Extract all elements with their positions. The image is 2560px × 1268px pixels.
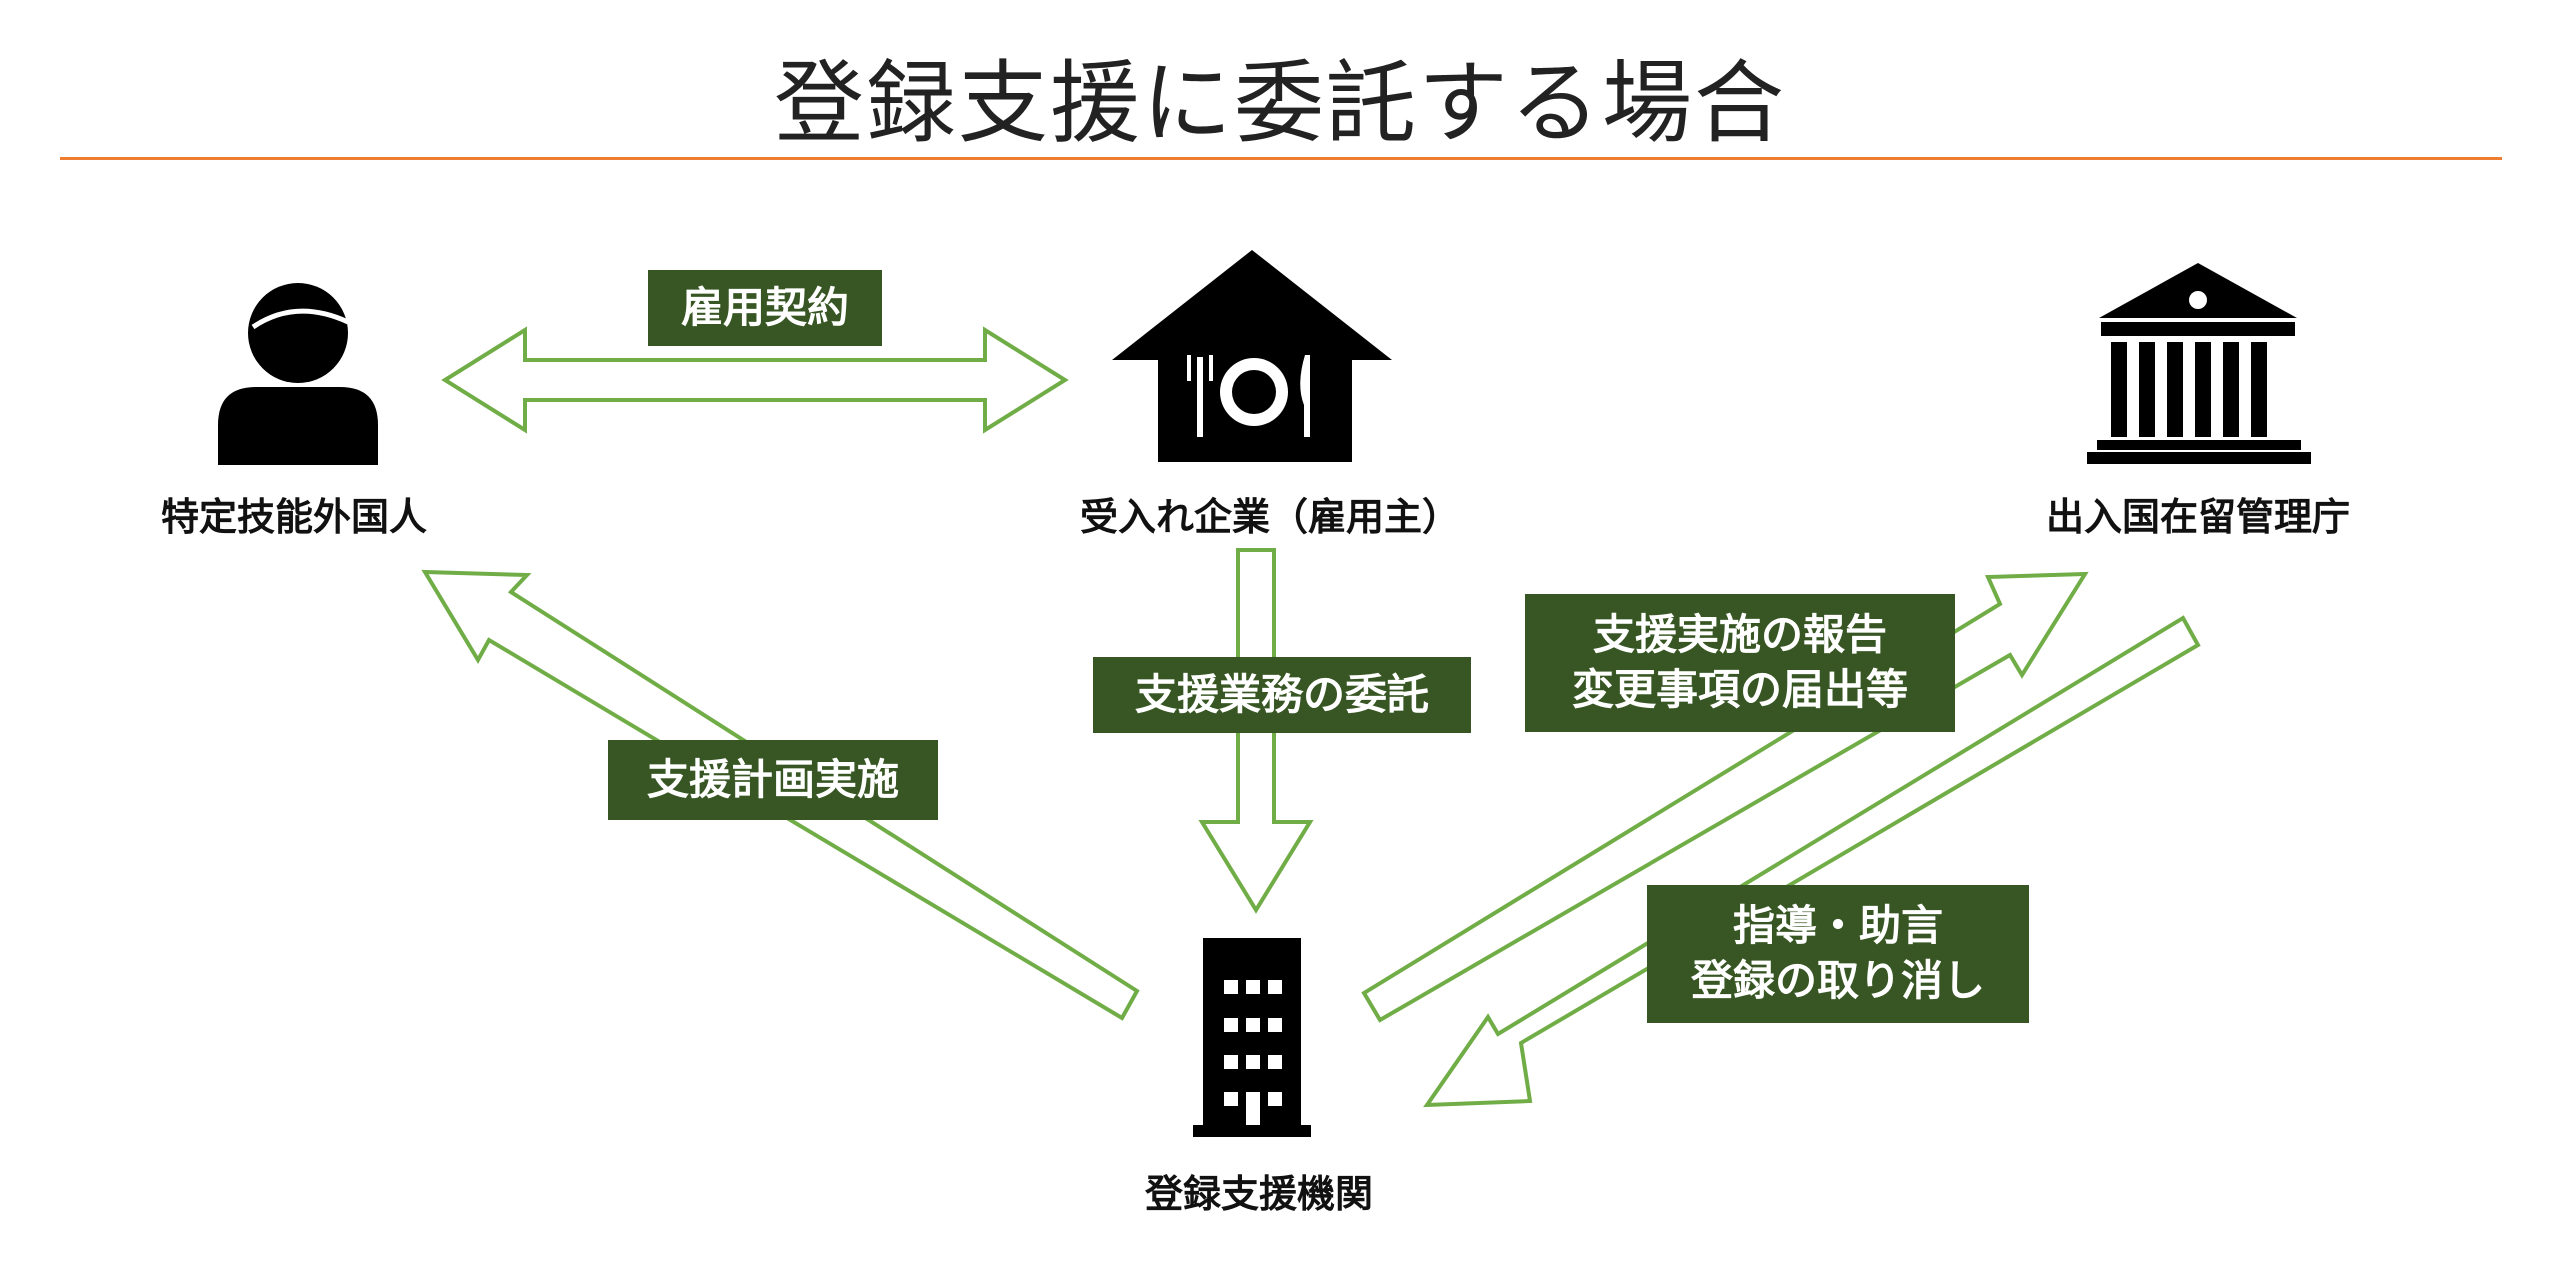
- contract-double-arrow: [441, 326, 1069, 434]
- guidance-tag: 指導・助言 登録の取り消し: [1647, 885, 2029, 1023]
- support-plan-tag-line-1: 支援計画実施: [646, 754, 899, 804]
- outsourcing-tag-line-1: 支援業務の委託: [1134, 669, 1429, 719]
- page-title: 登録支援に委託する場合: [774, 51, 1786, 156]
- support-org-label: 登録支援機関: [1144, 1172, 1374, 1216]
- worker-label: 特定技能外国人: [160, 495, 428, 539]
- immigration-label: 出入国在留管理庁: [2045, 495, 2351, 539]
- government-building-icon: [2087, 263, 2311, 464]
- outsourcing-tag: 支援業務の委託: [1093, 657, 1471, 733]
- title-underline: [60, 157, 2502, 160]
- contract-tag-line-1: 雇用契約: [680, 282, 849, 332]
- employer-label: 受入れ企業（雇用主）: [1079, 495, 1461, 539]
- report-tag-line-1: 支援実施の報告: [1592, 610, 1887, 660]
- office-building-icon: [1193, 938, 1311, 1137]
- guidance-arrow: [1423, 615, 2201, 1108]
- person-icon: [218, 283, 378, 465]
- report-tag: 支援実施の報告 変更事項の届出等: [1525, 594, 1955, 732]
- report-tag-line-2: 変更事項の届出等: [1571, 665, 1908, 714]
- contract-tag: 雇用契約: [648, 270, 882, 346]
- guidance-tag-line-1: 指導・助言: [1732, 901, 1943, 951]
- restaurant-house-icon: [1112, 250, 1392, 462]
- guidance-tag-line-2: 登録の取り消し: [1690, 956, 1985, 1005]
- support-plan-tag: 支援計画実施: [608, 740, 938, 820]
